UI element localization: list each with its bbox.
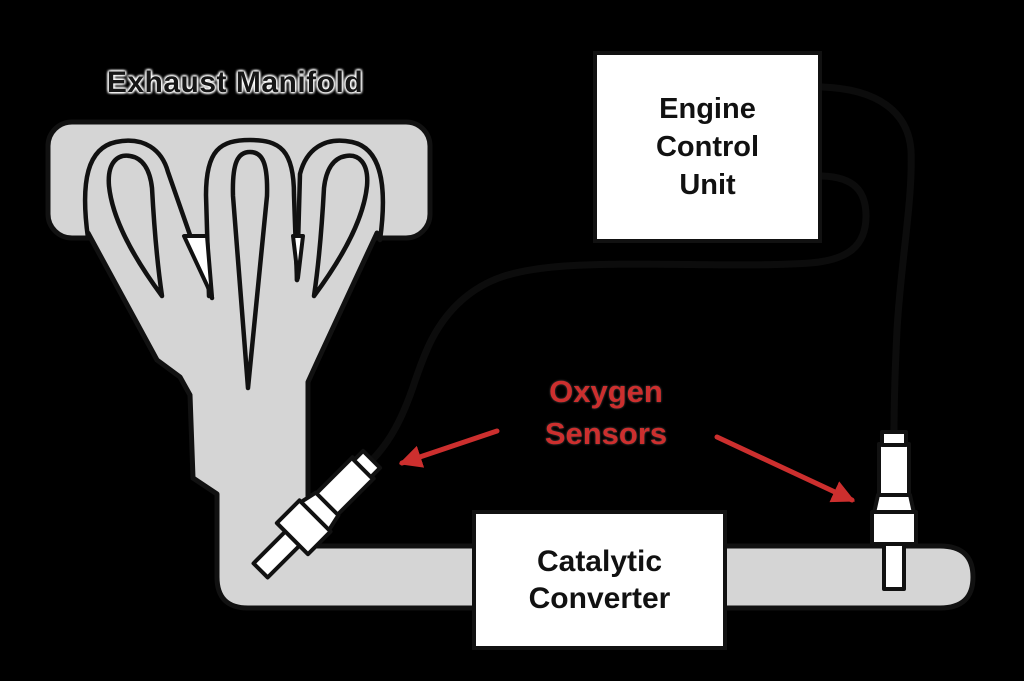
ecu-label-line1: Engine: [659, 93, 756, 125]
ecu-label-line2: Control: [655, 131, 760, 163]
upstream-sensor-wire: [368, 172, 870, 464]
manifold-gap-right: [291, 234, 305, 280]
manifold-gap-left: [182, 234, 214, 298]
oxygen-sensor-arrow-left: [398, 428, 500, 468]
oxygen-sensors-line2: Sensors: [544, 416, 668, 451]
catalytic-label-line1: Catalytic: [536, 545, 663, 578]
exhaust-pipe-fill: [88, 233, 973, 608]
oxygen-sensors-label: Oxygen Sensors: [516, 371, 696, 455]
oxygen-sensor-arrow-right: [714, 434, 856, 503]
manifold-runner-left: [82, 138, 215, 301]
manifold-runner-middle: [203, 137, 300, 299]
manifold-runner-left-gap: [106, 153, 165, 299]
exhaust-pipe-outline: [85, 230, 976, 611]
manifold-runner-middle-gap: [230, 149, 270, 391]
ecu-label-line3: Unit: [679, 169, 736, 201]
manifold-runner-right: [294, 138, 386, 283]
catalytic-label-line2: Converter: [528, 582, 671, 615]
manifold-runner-right-gap: [311, 153, 370, 299]
engine-control-unit-box: Engine Control Unit: [593, 51, 822, 243]
exhaust-manifold-label: Exhaust Manifold: [106, 66, 364, 99]
downstream-sensor-wire: [818, 83, 915, 440]
oxygen-sensors-line1: Oxygen: [549, 374, 663, 409]
catalytic-converter-box: Catalytic Converter: [472, 510, 727, 650]
